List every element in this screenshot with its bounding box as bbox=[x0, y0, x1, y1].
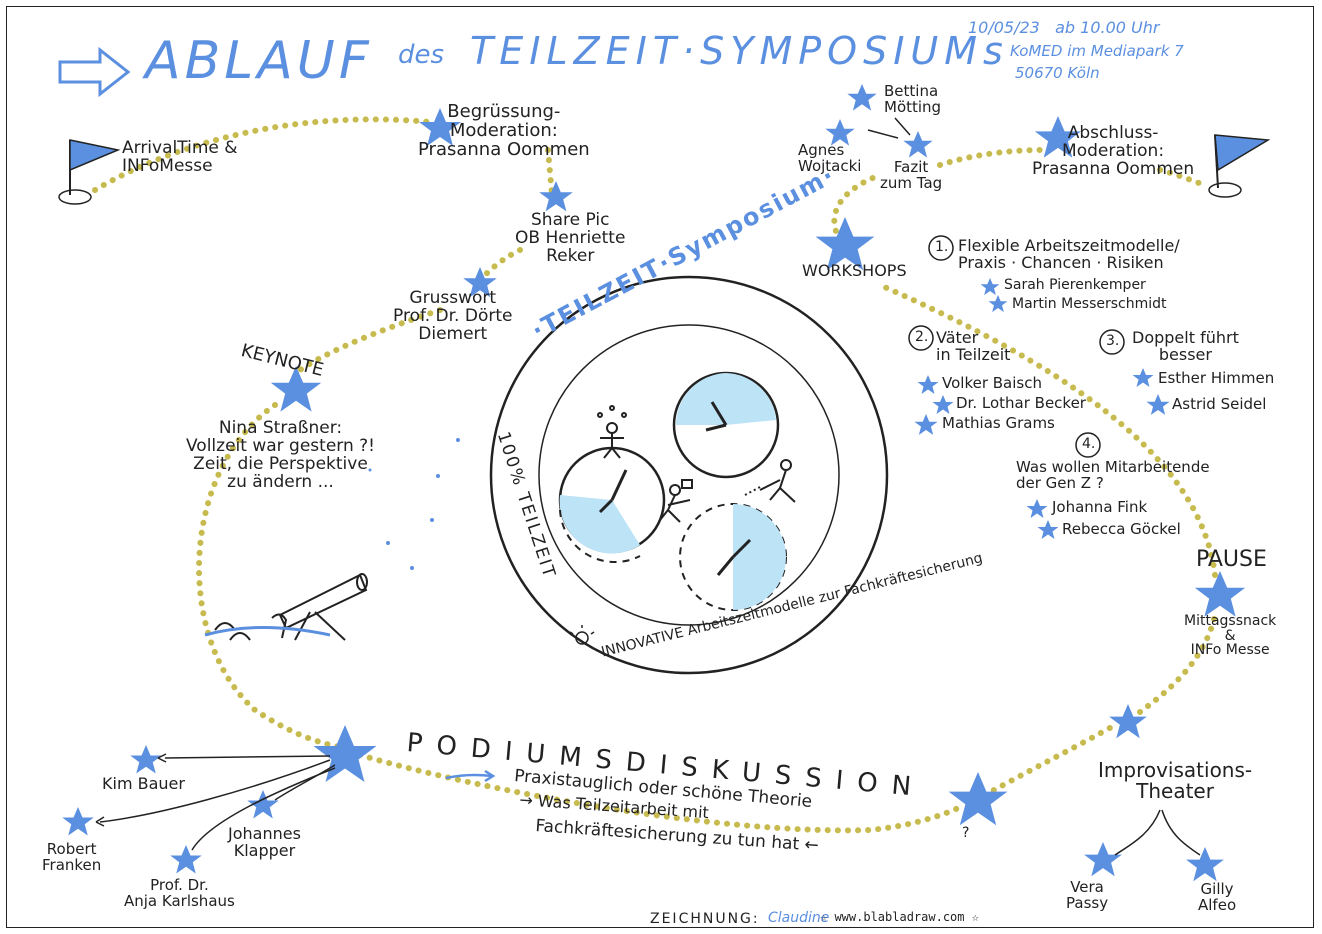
path-begruessung-sharepic bbox=[545, 147, 555, 198]
ws1-speaker-2: Martin Messerschmidt bbox=[1012, 296, 1167, 312]
robert-name: Robert Franken bbox=[42, 840, 102, 874]
johannes-name: Johannes Klapper bbox=[228, 824, 301, 860]
ws3-title: Doppelt führt besser bbox=[1132, 328, 1239, 364]
arrow-right-icon bbox=[58, 46, 131, 98]
path-pause-workshops bbox=[877, 282, 1218, 578]
ws3-speaker-1: Esther Himmen bbox=[1158, 369, 1275, 387]
path-podium-question bbox=[357, 752, 968, 834]
fazit-text: Fazit zum Tag bbox=[880, 158, 943, 192]
flag-start-icon bbox=[58, 139, 121, 205]
ws2-speaker-1: Volker Baisch bbox=[942, 374, 1042, 392]
clock-top-icon bbox=[672, 371, 780, 479]
ws4-number: 4. bbox=[1082, 436, 1096, 452]
ws1-number: 1. bbox=[935, 239, 949, 255]
star-markers bbox=[62, 84, 1246, 882]
begruessung-text: Begrüssung- Moderation: Prasanna Oommen bbox=[418, 101, 590, 160]
ws1-speaker-1: Sarah Pierenkemper bbox=[1004, 277, 1146, 293]
pushing-figure-icon bbox=[744, 459, 796, 503]
ws2-speaker-2: Dr. Lothar Becker bbox=[956, 394, 1086, 412]
sky-stars bbox=[368, 438, 460, 570]
telescope-illustration-icon bbox=[204, 573, 368, 641]
keynote-text: Nina Straßner: Vollzeit war gestern ?! Z… bbox=[186, 418, 375, 492]
bettina-name: Bettina Mötting bbox=[884, 82, 942, 116]
kim-name: Kim Bauer bbox=[102, 774, 185, 793]
path-arrival-begruessung bbox=[92, 116, 433, 193]
lightbulb-icon bbox=[569, 625, 595, 645]
title-des: des bbox=[398, 40, 445, 70]
path-abschluss-flag bbox=[1157, 167, 1208, 188]
ws3-number: 3. bbox=[1106, 333, 1120, 349]
impro-text: Improvisations- Theater bbox=[1098, 758, 1253, 803]
path-sharepic-grusswort bbox=[477, 247, 523, 283]
footer-artist: Claudine bbox=[768, 910, 830, 926]
climber-figure-icon bbox=[659, 479, 693, 523]
juggler-figure-icon bbox=[597, 405, 627, 459]
vera-name: Vera Passy bbox=[1066, 878, 1109, 912]
impro-branches bbox=[1114, 809, 1201, 856]
arrival-text: ArrivalTime & INFoMesse bbox=[122, 138, 238, 176]
sharepic-text: Share Pic OB Henriette Reker bbox=[515, 210, 626, 266]
path-keynote-podium bbox=[196, 402, 348, 751]
clock-left-icon bbox=[558, 446, 666, 564]
anja-name: Prof. Dr. Anja Karlshaus bbox=[124, 876, 235, 910]
footer-site: ☆ www.blabladraw.com ☆ bbox=[820, 910, 979, 924]
workshops-label: WORKSHOPS bbox=[802, 261, 907, 280]
pause-label: PAUSE bbox=[1196, 547, 1267, 572]
agnes-name: Agnes Wojtacki bbox=[798, 141, 862, 175]
venue-line-2: 50670 Köln bbox=[1015, 64, 1100, 82]
gilly-name: Gilly Alfeo bbox=[1198, 880, 1237, 914]
clock-bottom-icon bbox=[679, 503, 787, 611]
ws2-speaker-3: Mathias Grams bbox=[942, 414, 1055, 432]
path-grusswort-keynote bbox=[297, 307, 443, 373]
date-line: 10/05/23 ab 10.00 Uhr bbox=[968, 18, 1160, 37]
path-workshops-fazit bbox=[831, 172, 883, 243]
grusswort-text: Grusswort Prof. Dr. Dörte Diemert bbox=[393, 288, 513, 344]
ws1-title: Flexible Arbeitszeitmodelle/ Praxis · Ch… bbox=[958, 236, 1180, 272]
venue-line-1: KoMED im Mediapark 7 bbox=[1010, 42, 1184, 60]
pause-text: Mittagssnack & INFo Messe bbox=[1184, 613, 1277, 659]
page-frame bbox=[6, 6, 1314, 928]
question-mark: ? bbox=[962, 825, 970, 841]
ws4-title: Was wollen Mitarbeitende der Gen Z ? bbox=[1016, 458, 1210, 492]
ws4-speaker-1: Johanna Fink bbox=[1052, 498, 1148, 516]
path-fazit-abschluss bbox=[937, 147, 1043, 168]
ws2-title: Väter in Teilzeit bbox=[936, 328, 1011, 364]
path-impro-pause bbox=[1137, 612, 1218, 715]
ws3-speaker-2: Astrid Seidel bbox=[1172, 395, 1267, 413]
ws4-speaker-2: Rebecca Göckel bbox=[1062, 520, 1181, 538]
path-question-impro bbox=[982, 722, 1118, 798]
abschluss-text: Abschluss- Moderation: Prasanna Oommen bbox=[1032, 123, 1195, 179]
ws2-number: 2. bbox=[915, 329, 929, 345]
title-ablauf: ABLAUF bbox=[145, 31, 373, 91]
footer-label: ZEICHNUNG: bbox=[650, 911, 760, 927]
title-event: TEILZEIT·SYMPOSIUMs bbox=[470, 29, 1009, 73]
flag-end-icon bbox=[1208, 134, 1271, 198]
podium-branches bbox=[95, 753, 336, 851]
symposium-badge bbox=[489, 275, 889, 675]
